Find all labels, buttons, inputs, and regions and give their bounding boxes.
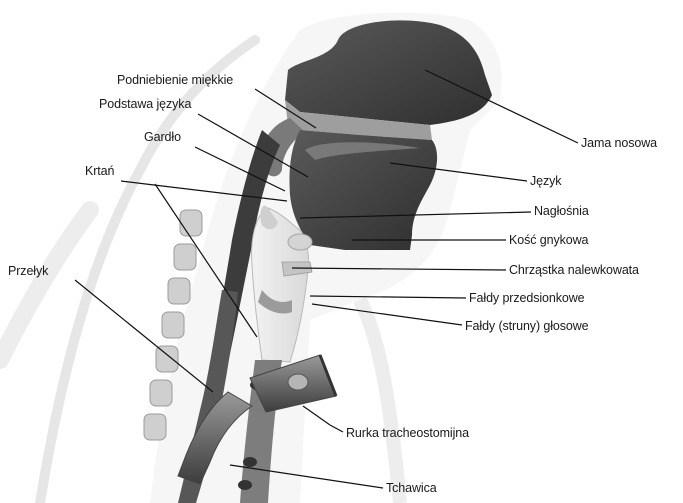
label-tongue-base: Podstawa języka: [99, 98, 191, 111]
label-soft-palate: Podniebienie miękkie: [117, 74, 233, 87]
label-trachea: Tchawica: [386, 482, 437, 495]
label-nasal-cavity: Jama nosowa: [581, 137, 657, 150]
label-tongue: Język: [530, 175, 561, 188]
label-vestibular-folds: Fałdy przedsionkowe: [469, 292, 585, 305]
label-pharynx: Gardło: [144, 131, 181, 144]
trachea-ring: [238, 480, 252, 490]
label-arytenoid: Chrząstka nalewkowata: [509, 264, 639, 277]
label-tracheostomy-tube: Rurka tracheostomijna: [346, 427, 469, 440]
label-hyoid-bone: Kość gnykowa: [509, 234, 588, 247]
label-epiglottis: Nagłośnia: [534, 205, 589, 218]
label-vocal-folds: Fałdy (struny) głosowe: [465, 320, 589, 333]
label-esophagus: Przełyk: [8, 265, 48, 278]
label-larynx: Krtań: [85, 165, 114, 178]
hyoid-bone-shape: [288, 234, 312, 250]
trachea-ring: [243, 457, 257, 467]
